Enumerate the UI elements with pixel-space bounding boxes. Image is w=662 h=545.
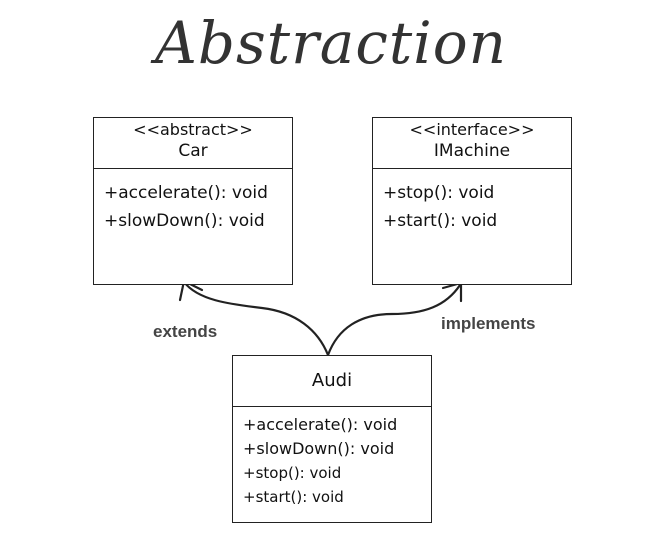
extends-label: extends <box>153 322 218 341</box>
method-item: +accelerate(): void <box>243 415 398 434</box>
diagram-title: Abstraction <box>154 9 507 77</box>
stereotype-label: <<abstract>> <box>133 120 253 139</box>
implements-arrow-head <box>441 281 463 303</box>
class-name: Audi <box>311 370 353 391</box>
extends-arrow-line <box>182 280 330 357</box>
class-box-imachine: <<interface>> IMachine +stop(): void +st… <box>372 117 572 285</box>
method-item: +start(): void <box>383 211 498 231</box>
method-item: +accelerate(): void <box>104 183 268 203</box>
method-item: +stop(): void <box>243 464 342 482</box>
class-methods-imachine: +stop(): void +start(): void <box>373 169 571 235</box>
class-header-audi: Audi <box>233 356 431 407</box>
method-item: +slowDown(): void <box>243 439 395 458</box>
class-name: IMachine <box>433 141 511 161</box>
class-box-car: <<abstract>> Car +accelerate(): void +sl… <box>93 117 293 285</box>
method-item: +stop(): void <box>383 183 495 203</box>
method-item: +start(): void <box>243 488 344 506</box>
method-item: +slowDown(): void <box>104 211 265 231</box>
class-box-audi: Audi +accelerate(): void +slowDown(): vo… <box>232 355 432 523</box>
class-methods-car: +accelerate(): void +slowDown(): void <box>94 169 292 235</box>
class-header-imachine: <<interface>> IMachine <box>373 118 571 169</box>
class-header-car: <<abstract>> Car <box>94 118 292 169</box>
implements-label: implements <box>441 314 536 333</box>
stereotype-label: <<interface>> <box>409 120 535 139</box>
class-name: Car <box>178 141 208 161</box>
class-methods-audi: +accelerate(): void +slowDown(): void +s… <box>233 407 431 509</box>
